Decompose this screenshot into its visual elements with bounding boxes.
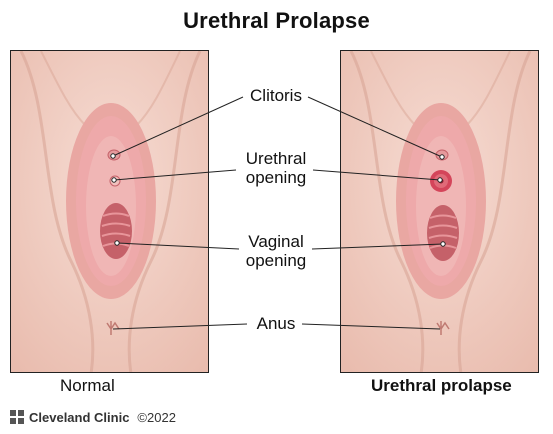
urethral-prolapse-illustration <box>340 50 539 373</box>
caption-normal: Normal <box>60 376 115 395</box>
footer: Cleveland Clinic ©2022 <box>10 408 176 426</box>
label-vaginal-opening: Vaginal opening <box>216 232 336 270</box>
label-anus: Anus <box>256 314 296 333</box>
footer-brand: Cleveland Clinic <box>29 409 130 425</box>
label-vaginal-line2: opening <box>245 251 307 270</box>
footer-copyright: ©2022 <box>137 409 176 425</box>
label-urethral-line2: opening <box>245 168 307 187</box>
label-urethral-line1: Urethral <box>245 149 307 168</box>
normal-anatomy-illustration <box>10 50 209 373</box>
label-urethral-opening: Urethral opening <box>216 149 336 187</box>
cleveland-clinic-logo-icon <box>10 410 24 424</box>
diagram-title: Urethral Prolapse <box>183 8 370 33</box>
label-clitoris: Clitoris <box>250 86 302 105</box>
caption-urethral-prolapse: Urethral prolapse <box>371 376 512 395</box>
label-vaginal-line1: Vaginal <box>248 232 304 251</box>
